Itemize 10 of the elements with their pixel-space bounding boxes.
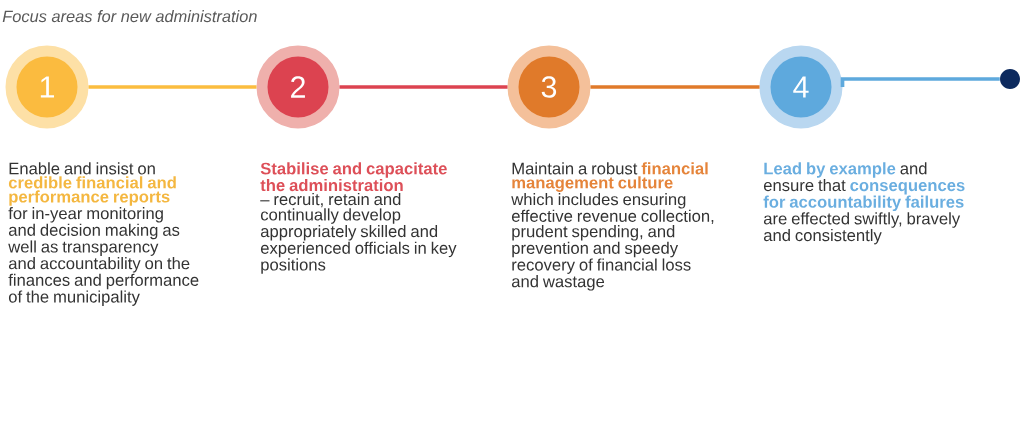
connector-line bbox=[590, 85, 760, 89]
connector-line bbox=[840, 77, 1000, 87]
description-text: Enable and insist on credible financial and performance reports for in-year monitoring and decision making as well as transparency and accountability on the finances and performance of the municipality bbox=[8, 162, 199, 306]
description-text: Lead by example and ensure that consequences for accountability failures are effected swiftly, bravely and consistently bbox=[763, 162, 965, 245]
description-text: Maintain a robust financial management culture which includes ensuring effective revenue collection, prudent spending, and prevention and speedy recovery of financial loss and wastage bbox=[511, 162, 714, 291]
title: Focus areas for new administration bbox=[2, 10, 257, 23]
connector-line bbox=[88, 85, 257, 89]
end-dot bbox=[1000, 69, 1020, 89]
description-text: Stabilise and capacitate the administration – recruit, retain and continually develop appropriately skilled and experienced officials in key positions bbox=[260, 162, 457, 274]
connector-line bbox=[339, 85, 508, 89]
